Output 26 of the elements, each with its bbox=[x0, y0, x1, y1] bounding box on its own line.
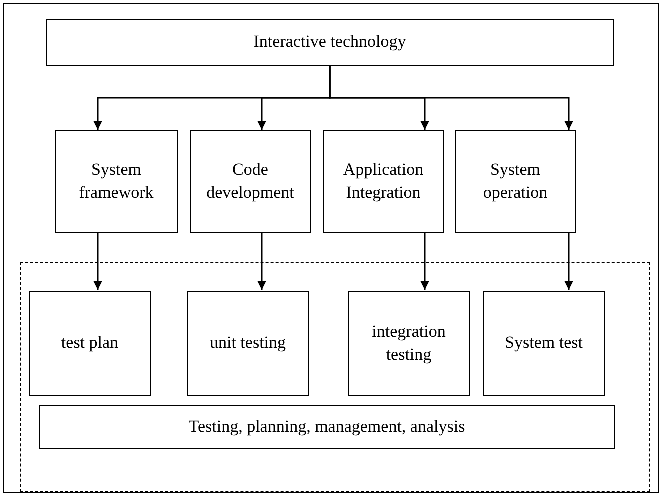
box-label: Code development bbox=[206, 159, 296, 204]
process-box bbox=[46, 19, 614, 66]
arrow bbox=[258, 233, 266, 290]
box-label: test plan bbox=[61, 332, 119, 354]
process-box bbox=[29, 291, 151, 396]
process-box bbox=[348, 291, 470, 396]
box-label: System framework bbox=[78, 159, 155, 204]
dashed-group-box bbox=[20, 262, 650, 492]
process-box bbox=[190, 130, 311, 233]
box-label: System test bbox=[505, 332, 583, 354]
process-box bbox=[323, 130, 444, 233]
arrow bbox=[564, 233, 574, 290]
arrow bbox=[94, 233, 102, 290]
process-box bbox=[55, 130, 178, 233]
box-label: Interactive technology bbox=[254, 31, 406, 54]
box-label: unit testing bbox=[210, 332, 286, 354]
process-box bbox=[187, 291, 309, 396]
process-box bbox=[39, 405, 615, 449]
box-label: integration testing bbox=[371, 321, 447, 366]
arrow bbox=[420, 233, 430, 290]
box-label: Testing, planning, management, analysis bbox=[188, 416, 466, 438]
box-label: System operation bbox=[482, 159, 549, 204]
process-box bbox=[455, 130, 576, 233]
arrow bbox=[329, 66, 574, 130]
process-box bbox=[483, 291, 605, 396]
box-label: Application Integration bbox=[342, 159, 425, 204]
